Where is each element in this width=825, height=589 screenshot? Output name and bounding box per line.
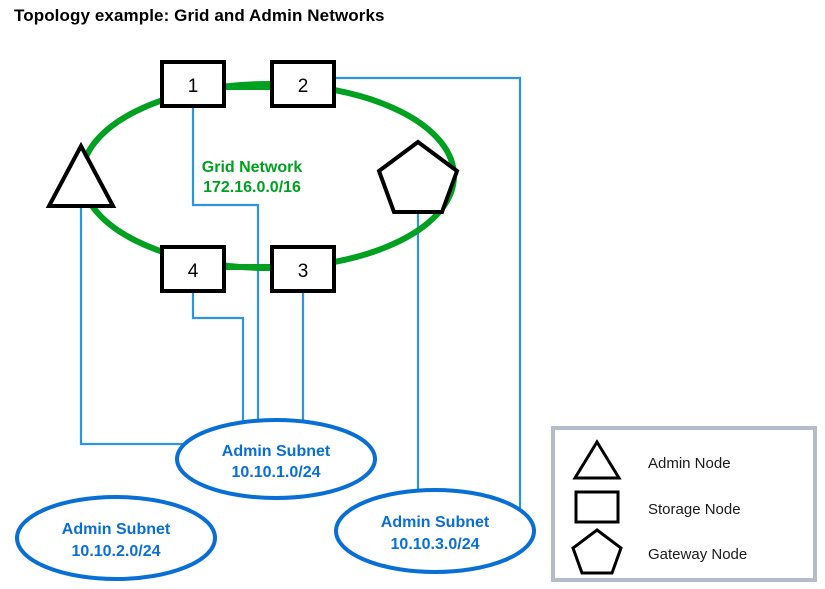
admin-subnet-2-name: Admin Subnet [62, 521, 171, 538]
admin-links [79, 76, 522, 523]
storage-node-1[interactable]: 1 [160, 60, 226, 108]
rectangle-icon [270, 245, 336, 293]
link-node4-to-subnet1 [191, 291, 245, 436]
pentagon-icon [376, 139, 460, 214]
admin-subnet-3-name: Admin Subnet [381, 514, 490, 531]
admin-subnet-1-name: Admin Subnet [222, 443, 331, 460]
admin-subnet-2-cidr: 10.10.2.0/24 [72, 543, 161, 560]
rectangle-icon [574, 490, 620, 524]
link-node2-to-subnet3 [335, 76, 522, 523]
legend-item-admin-node: Admin Node [572, 439, 731, 480]
gateway-node-shape[interactable] [376, 139, 460, 214]
subnet-ellipse [334, 488, 536, 574]
page-title: Topology example: Grid and Admin Network… [14, 6, 385, 25]
admin-node-shape[interactable] [45, 141, 117, 208]
storage-node-3[interactable]: 3 [270, 245, 336, 293]
storage-node-2[interactable]: 2 [270, 60, 336, 108]
admin-subnet-3-cidr: 10.10.3.0/24 [391, 536, 480, 553]
subnet-ellipse [175, 418, 377, 500]
storage-node-4-label: 4 [188, 261, 199, 282]
rectangle-icon [270, 60, 336, 108]
link-admin-node-to-subnet1 [79, 206, 196, 446]
storage-node-3-label: 3 [298, 261, 309, 282]
triangle-icon [45, 141, 117, 208]
rectangle-icon [160, 245, 226, 293]
admin-subnet-2[interactable]: Admin Subnet 10.10.2.0/24 [15, 495, 217, 581]
legend-item-storage-node-label: Storage Node [648, 501, 741, 518]
legend: Admin Node Storage Node Gateway Node [551, 426, 817, 582]
storage-node-1-label: 1 [188, 76, 199, 97]
link-node1-to-subnet1 [191, 106, 260, 433]
grid-network-cidr: 172.16.0.0/16 [203, 179, 301, 196]
admin-subnet-1[interactable]: Admin Subnet 10.10.1.0/24 [175, 418, 377, 500]
legend-item-gateway-node-label: Gateway Node [648, 546, 747, 563]
legend-item-admin-node-label: Admin Node [648, 455, 731, 472]
pentagon-icon [571, 528, 623, 575]
subnet-ellipse [15, 495, 217, 581]
admin-subnet-1-cidr: 10.10.1.0/24 [232, 464, 321, 481]
admin-subnet-3[interactable]: Admin Subnet 10.10.3.0/24 [334, 488, 536, 574]
rectangle-icon [160, 60, 226, 108]
legend-item-gateway-node: Gateway Node [571, 528, 747, 575]
storage-node-2-label: 2 [298, 76, 309, 97]
grid-network-links [223, 84, 275, 270]
legend-item-storage-node: Storage Node [574, 490, 741, 524]
storage-node-4[interactable]: 4 [160, 245, 226, 293]
grid-network-name: Grid Network [202, 159, 303, 176]
triangle-icon [572, 439, 622, 480]
